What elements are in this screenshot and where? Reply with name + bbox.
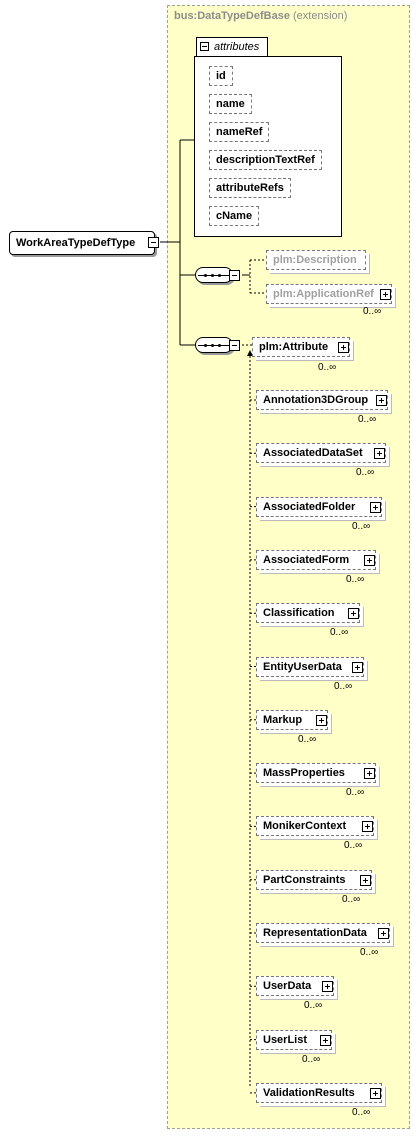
sequence-compositor — [195, 267, 233, 283]
element-validation-results[interactable]: ValidationResults — [256, 1082, 382, 1103]
expand-icon[interactable] — [360, 874, 371, 886]
root-element[interactable]: WorkAreaTypeDefType — [9, 231, 155, 255]
element-label: ValidationResults — [263, 1086, 355, 1099]
collapse-icon[interactable] — [148, 237, 159, 248]
cardinality: 0..∞ — [298, 733, 317, 745]
element-associated-folder[interactable]: AssociatedFolder — [256, 496, 382, 517]
expand-icon[interactable] — [380, 289, 391, 300]
element-label: AssociatedForm — [263, 553, 350, 566]
attribute-id[interactable]: id — [209, 66, 233, 86]
cardinality: 0..∞ — [352, 1106, 371, 1118]
element-label: AssociatedFolder — [263, 500, 356, 513]
element-classification[interactable]: Classification — [256, 603, 360, 624]
cardinality: 0..∞ — [356, 467, 375, 479]
attributes-tab[interactable]: attributes — [196, 37, 268, 56]
element-description[interactable]: plm:Description — [266, 250, 366, 270]
element-markup[interactable]: Markup — [256, 709, 328, 730]
element-part-constraints[interactable]: PartConstraints — [256, 869, 372, 890]
cardinality: 0..∞ — [304, 1000, 323, 1012]
cardinality: 0..∞ — [330, 627, 349, 639]
element-label: EntityUserData — [263, 660, 342, 673]
cardinality: 0..∞ — [358, 414, 377, 425]
element-user-list[interactable]: UserList — [256, 1029, 332, 1050]
attribute-nameref[interactable]: nameRef — [209, 122, 270, 142]
root-element-label: WorkAreaTypeDefType — [16, 237, 136, 249]
collapse-icon[interactable] — [229, 270, 240, 281]
element-associated-data-set[interactable]: AssociatedDataSet — [256, 443, 386, 464]
expand-icon[interactable] — [322, 981, 333, 993]
sequence-compositor — [195, 337, 233, 353]
element-label: Classification — [263, 607, 335, 620]
element-label: AssociatedDataSet — [263, 447, 363, 460]
cardinality: 0..∞ — [352, 520, 371, 532]
element-mass-properties[interactable]: MassProperties — [256, 763, 376, 784]
expand-icon[interactable] — [370, 1087, 381, 1099]
cardinality: 0..∞ — [318, 362, 337, 373]
cardinality: 0..∞ — [342, 893, 361, 905]
expand-icon[interactable] — [362, 821, 373, 833]
cardinality: 0..∞ — [334, 680, 353, 692]
attribute-attributerefs[interactable]: attributeRefs — [209, 178, 291, 198]
cardinality: 0..∞ — [346, 573, 365, 585]
element-label: MassProperties — [263, 767, 345, 780]
element-attribute[interactable]: plm:Attribute — [252, 337, 350, 357]
element-label: PartConstraints — [263, 873, 346, 886]
element-moniker-context[interactable]: MonikerContext — [256, 816, 374, 837]
expand-icon[interactable] — [348, 608, 359, 620]
element-application-ref[interactable]: plm:ApplicationRef — [266, 284, 392, 304]
cardinality: 0..∞ — [346, 787, 365, 799]
expand-icon[interactable] — [378, 928, 389, 939]
element-label: Markup — [263, 713, 303, 726]
element-entity-user-data[interactable]: EntityUserData — [256, 656, 364, 677]
attribute-name[interactable]: name — [209, 94, 252, 114]
expand-icon[interactable] — [374, 448, 385, 460]
element-label: RepresentationData — [263, 927, 367, 939]
expand-icon[interactable] — [364, 768, 375, 780]
element-associated-form[interactable]: AssociatedForm — [256, 549, 376, 570]
element-annotation3-dgroup[interactable]: Annotation3DGroup — [256, 390, 388, 410]
extension-title: bus:DataTypeDefBase (extension) — [174, 10, 348, 22]
cardinality: 0..∞ — [363, 306, 382, 317]
cardinality: 0..∞ — [302, 1053, 321, 1065]
expand-icon[interactable] — [338, 342, 349, 353]
expand-icon[interactable] — [352, 661, 363, 673]
element-representation-data[interactable]: RepresentationData — [256, 923, 390, 943]
attribute-cname[interactable]: cName — [209, 206, 260, 226]
cardinality: 0..∞ — [344, 840, 363, 852]
expand-icon[interactable] — [316, 714, 327, 726]
collapse-icon[interactable] — [200, 42, 209, 51]
expand-icon[interactable] — [376, 395, 387, 406]
element-label: MonikerContext — [263, 820, 347, 833]
expand-icon[interactable] — [320, 1034, 331, 1046]
expand-icon[interactable] — [364, 554, 375, 566]
element-user-data[interactable]: UserData — [256, 976, 334, 997]
element-label: UserList — [263, 1033, 308, 1046]
element-label: Annotation3DGroup — [263, 394, 369, 406]
element-label: UserData — [263, 980, 312, 993]
cardinality: 0..∞ — [360, 947, 379, 958]
attribute-descriptiontextref[interactable]: descriptionTextRef — [209, 150, 322, 170]
collapse-icon[interactable] — [229, 340, 240, 351]
attributes-label: attributes — [214, 41, 260, 53]
expand-icon[interactable] — [370, 501, 381, 513]
